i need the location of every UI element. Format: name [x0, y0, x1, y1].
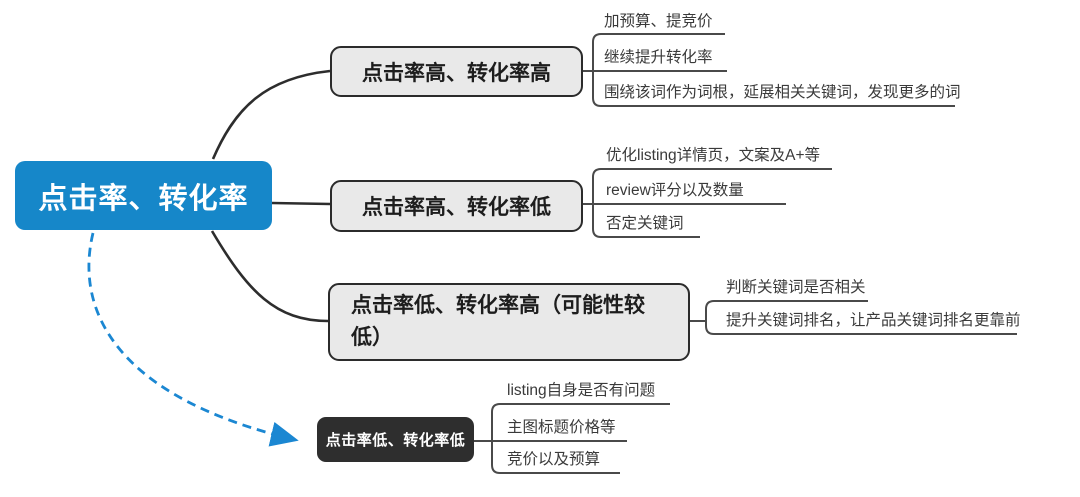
leaf-expand-keywords-from-root-word[interactable]: 围绕该词作为词根，延展相关关键词，发现更多的词	[604, 84, 961, 101]
dashed-arrow-root-to-branch4	[87, 232, 299, 447]
branch-node-low-ctr-low-cvr[interactable]: 点击率低、转化率低	[317, 417, 474, 462]
bracket-branch4	[491, 403, 670, 474]
leaf-keep-improving-cvr[interactable]: 继续提升转化率	[604, 49, 713, 66]
leaf-improve-keyword-ranking[interactable]: 提升关键词排名，让产品关键词排名更靠前	[726, 312, 1021, 329]
leaf-add-budget-raise-bid[interactable]: 加预算、提竞价	[604, 13, 713, 30]
leaf-bid-and-budget[interactable]: 竞价以及预算	[507, 451, 601, 468]
leaf-main-image-title-price[interactable]: 主图标题价格等	[507, 419, 616, 436]
leaf-judge-keyword-relevance[interactable]: 判断关键词是否相关	[726, 279, 866, 296]
connector-root-to-branch3	[210, 230, 329, 323]
bracket-branch3	[705, 300, 1017, 335]
leaf-negative-keywords[interactable]: 否定关键词	[606, 215, 684, 232]
leaf-optimize-listing-detail-page[interactable]: 优化listing详情页，文案及A+等	[606, 147, 821, 164]
leaf-review-rating-and-count[interactable]: review评分以及数量	[606, 182, 744, 199]
root-node[interactable]: 点击率、转化率	[15, 161, 272, 230]
connector-root-to-branch1	[211, 69, 331, 160]
leaf-listing-problem-check[interactable]: listing自身是否有问题	[507, 382, 656, 399]
branch-node-low-ctr-high-cvr[interactable]: 点击率低、转化率高（可能性较低）	[328, 283, 690, 361]
branch-node-high-ctr-high-cvr[interactable]: 点击率高、转化率高	[330, 46, 583, 97]
branch-node-high-ctr-low-cvr[interactable]: 点击率高、转化率低	[330, 180, 583, 232]
connector-root-to-branch2	[271, 201, 331, 206]
